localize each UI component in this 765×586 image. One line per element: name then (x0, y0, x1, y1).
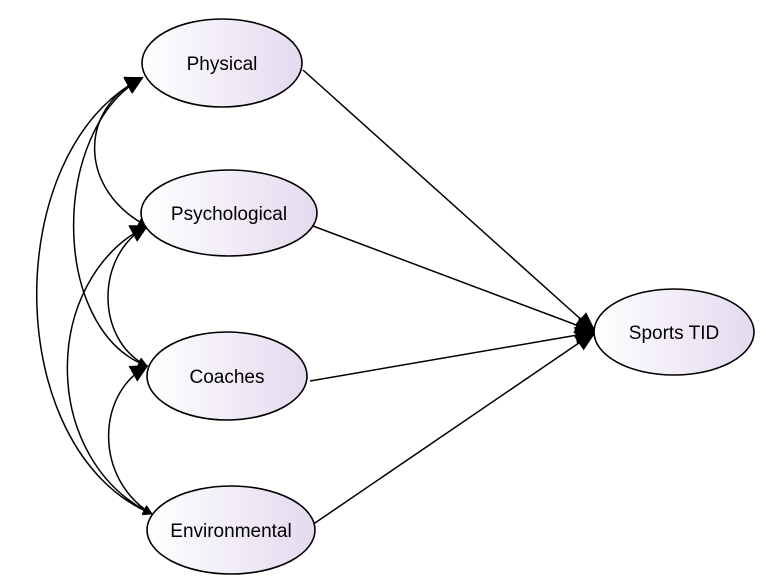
node-ellipse (593, 288, 755, 376)
node-physical: Physical (141, 18, 303, 108)
correlation-coaches-environmental (107, 365, 153, 515)
node-ellipse (146, 331, 308, 421)
node-ellipse (140, 169, 318, 257)
node-coaches: Coaches (146, 331, 308, 421)
node-label: Coaches (190, 367, 265, 388)
edges-layer (36, 69, 598, 526)
path-environmental-to-sports_tid (311, 330, 597, 526)
node-sports-tid: Sports TID (593, 288, 755, 376)
correlation-physical-environmental (36, 77, 153, 516)
node-label: Sports TID (629, 323, 719, 344)
node-label: Psychological (171, 204, 287, 225)
nodes-layer: PhysicalPsychologicalCoachesEnvironmenta… (140, 18, 755, 575)
path-coaches-to-sports_tid (309, 326, 598, 382)
correlation-physical-psychological (93, 76, 148, 227)
node-ellipse (141, 18, 303, 108)
correlation-physical-coaches (72, 77, 148, 368)
node-ellipse (146, 485, 316, 575)
node-label: Environmental (170, 521, 291, 542)
path-psychological-to-sports_tid (304, 222, 598, 334)
node-environmental: Environmental (146, 485, 316, 575)
correlation-psychological-environmental (66, 225, 153, 515)
path-physical-to-sports_tid (302, 69, 597, 334)
node-label: Physical (187, 54, 258, 75)
node-psychological: Psychological (140, 169, 318, 257)
